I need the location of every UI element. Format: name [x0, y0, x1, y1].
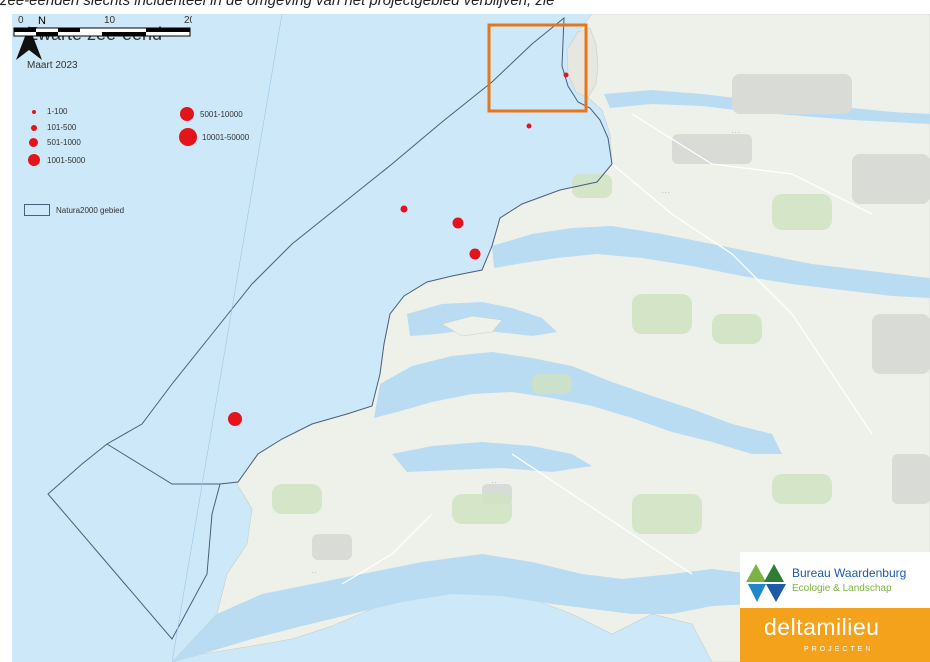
map-subtitle: Maart 2023	[27, 60, 78, 71]
delta-line1: deltamilieu	[764, 614, 880, 640]
land-maasvlakte	[566, 27, 599, 99]
roads	[341, 113, 873, 585]
scale-bar: 0 10 20	[13, 15, 192, 37]
bureau-line2: Ecologie & Landschap	[792, 583, 892, 594]
legend-dot	[28, 154, 40, 166]
legend-label: 1-100	[47, 107, 68, 116]
delta-line2: PROJECTEN	[804, 646, 874, 653]
natura-label: Natura2000 gebied	[56, 205, 125, 215]
legend-item-101-500: 101-500	[27, 123, 76, 132]
legend-dot	[32, 109, 36, 114]
project-area-highlight[interactable]	[487, 23, 588, 113]
water-haringvliet	[492, 226, 930, 298]
legend-item-1001-5000: 1001-5000	[27, 154, 85, 166]
water-veerse-meer	[392, 442, 592, 472]
land-neeltje-jans	[441, 315, 503, 337]
scale-tick-label: 10	[104, 15, 116, 26]
water-westerschelde	[172, 554, 752, 662]
legend-dot	[31, 124, 37, 131]
bureau-line1: Bureau Waardenburg	[792, 566, 907, 580]
observation-dot[interactable]	[526, 123, 532, 129]
observation-dot[interactable]	[228, 412, 242, 426]
svg-text:· · ·: · · ·	[732, 130, 740, 136]
natura2000-inner-line	[106, 443, 220, 485]
legend-label: 101-500	[47, 123, 77, 132]
north-label: N	[38, 15, 46, 27]
legend-dot	[180, 107, 194, 121]
legend-dot	[29, 138, 38, 147]
svg-text:· ·: · ·	[492, 480, 497, 486]
caption-text: zee-eenden slechts incidenteel in de omg…	[0, 0, 555, 9]
legend-item-501-1000: 501-1000	[27, 138, 81, 147]
legend-item-5001-10000: 5001-10000	[179, 107, 243, 121]
svg-text:· ·: · ·	[312, 570, 317, 576]
map-canvas[interactable]: · · · · · · · · · ·	[12, 14, 930, 662]
legend-label: 5001-10000	[200, 109, 243, 119]
legend-item-10001-50000: 10001-50000	[179, 128, 249, 146]
legend-label: 501-1000	[47, 138, 81, 147]
observation-dot[interactable]	[563, 72, 569, 78]
observation-points	[228, 72, 569, 426]
legend-item-1-100: 1-100	[27, 107, 67, 116]
natura-symbol	[24, 204, 50, 216]
north-arrow-icon: N	[16, 15, 46, 60]
legend-item-natura2000: Natura2000 gebied	[24, 204, 124, 216]
scale-tick-label: 0	[18, 15, 24, 26]
legend-dot	[179, 128, 197, 146]
observation-dot[interactable]	[400, 205, 408, 213]
map-panel[interactable]: · · · · · · · · · · Zwarte zee-eend Maar…	[12, 14, 930, 662]
observation-dot[interactable]	[452, 217, 464, 229]
logo-bureau-waardenburg: Bureau Waardenburg Ecologie & Landschap	[740, 552, 930, 608]
water-oosterschelde	[374, 352, 782, 454]
natura2000-boundary	[47, 16, 613, 640]
vegetation-areas	[272, 174, 832, 534]
legend-label: 10001-50000	[202, 132, 250, 142]
scale-tick-label: 20	[184, 15, 192, 26]
place-labels: · · · · · · · · · ·	[312, 130, 740, 576]
waardenburg-logo-icon	[746, 564, 786, 602]
logo-deltamilieu: deltamilieu PROJECTEN	[740, 608, 930, 662]
svg-text:· · ·: · · ·	[662, 190, 670, 196]
grid-line	[171, 14, 283, 662]
observation-dot[interactable]	[469, 248, 481, 260]
legend-label: 1001-5000	[47, 155, 86, 165]
